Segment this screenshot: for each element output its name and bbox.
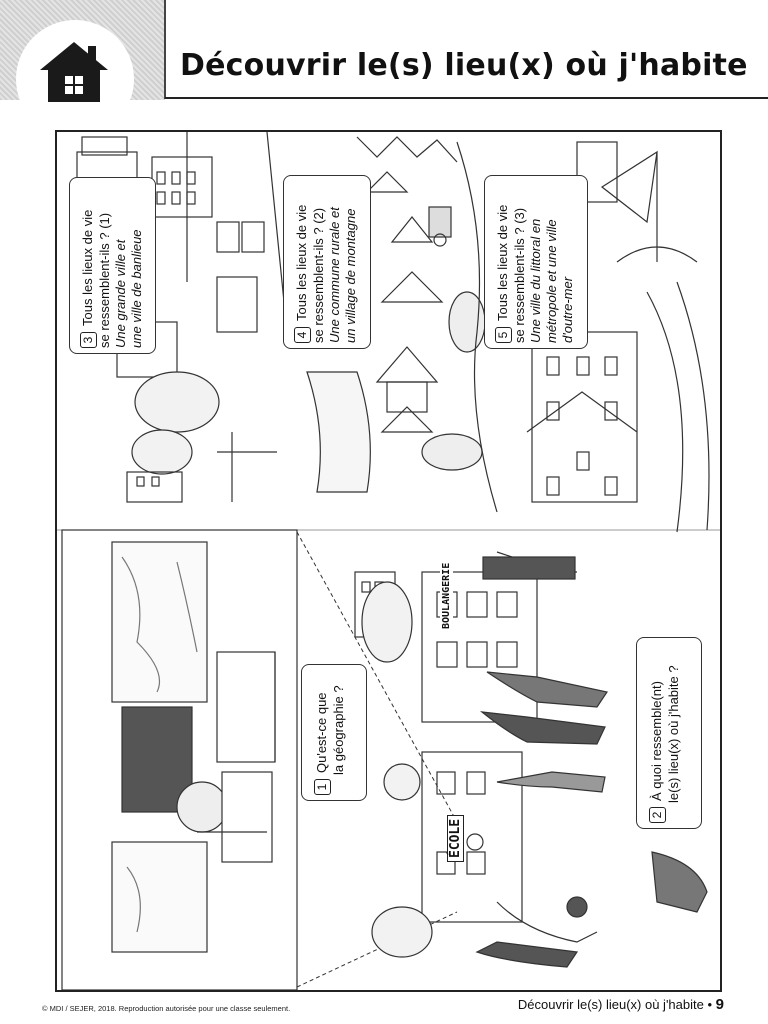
page-title: Découvrir le(s) lieu(x) où j'habite [180, 48, 748, 83]
header-divider [165, 97, 768, 99]
page-number: 9 [715, 996, 724, 1013]
callout-4-number: 4 [294, 327, 311, 343]
callout-1[interactable]: 1 Qu'est-ce que la géographie ? [301, 664, 367, 801]
callout-4-line4: un village de montagne [343, 208, 358, 343]
callout-5-line1: Tous les lieux de vie [495, 204, 510, 321]
illustration-frame: BOULANGERIE ÉCOLE 3 Tous les lieux de vie… [55, 130, 722, 992]
village-scene [306, 136, 498, 513]
copyright-notice: © MDI / SEJER, 2018. Reproduction autori… [42, 1004, 291, 1013]
city-scene [76, 132, 288, 503]
bakery-sign: BOULANGERIE [440, 559, 453, 632]
callout-5[interactable]: 5 Tous les lieux de vie se ressemblent-il… [484, 175, 588, 349]
running-footer: Découvrir le(s) lieu(x) où j'habite • 9 [518, 996, 724, 1013]
callout-5-line2: se ressemblent-ils ? (3) [512, 207, 527, 343]
street-scene [354, 551, 708, 968]
callout-1-line2: la géographie ? [331, 685, 346, 775]
callout-1-number: 1 [314, 779, 331, 795]
bullet: • [707, 997, 716, 1012]
callout-3-line3: Une grande ville et [113, 239, 128, 348]
callout-5-line4: métropole et une ville [544, 219, 559, 343]
illustration [57, 132, 720, 990]
callout-2[interactable]: 2 À quoi ressemble(nt) le(s) lieu(x) où j… [636, 637, 702, 829]
callout-5-number: 5 [495, 327, 512, 343]
house-icon [40, 42, 108, 102]
callout-3-line1: Tous les lieux de vie [80, 209, 95, 326]
school-sign-label: ÉCOLE [448, 818, 463, 858]
callout-4-line2: se ressemblent-ils ? (2) [311, 207, 326, 343]
callout-2-line2: le(s) lieu(x) où j'habite ? [666, 665, 681, 803]
callout-3[interactable]: 3 Tous les lieux de vie se ressemblent-il… [69, 177, 156, 354]
callout-5-line3: Une ville du littoral en [528, 218, 543, 343]
callout-3-line4: une ville de banlieue [129, 229, 144, 348]
callout-5-line5: d'outre-mer [560, 276, 575, 343]
header-divider-vertical [164, 0, 166, 99]
callout-1-line1: Qu'est-ce que [314, 692, 329, 773]
bakery-sign-label: BOULANGERIE [441, 562, 452, 629]
school-sign: ÉCOLE [447, 814, 464, 862]
callout-4-line3: Une commune rurale et [327, 207, 342, 343]
callout-2-line1: À quoi ressemble(nt) [649, 681, 664, 801]
classroom-scene [61, 529, 298, 990]
callout-3-number: 3 [80, 332, 97, 348]
callout-2-number: 2 [649, 807, 666, 823]
callout-4[interactable]: 4 Tous les lieux de vie se ressemblent-il… [283, 175, 371, 349]
callout-4-line1: Tous les lieux de vie [294, 204, 309, 321]
callout-3-line2: se ressemblent-ils ? (1) [97, 212, 112, 348]
running-title: Découvrir le(s) lieu(x) où j'habite [517, 997, 704, 1012]
